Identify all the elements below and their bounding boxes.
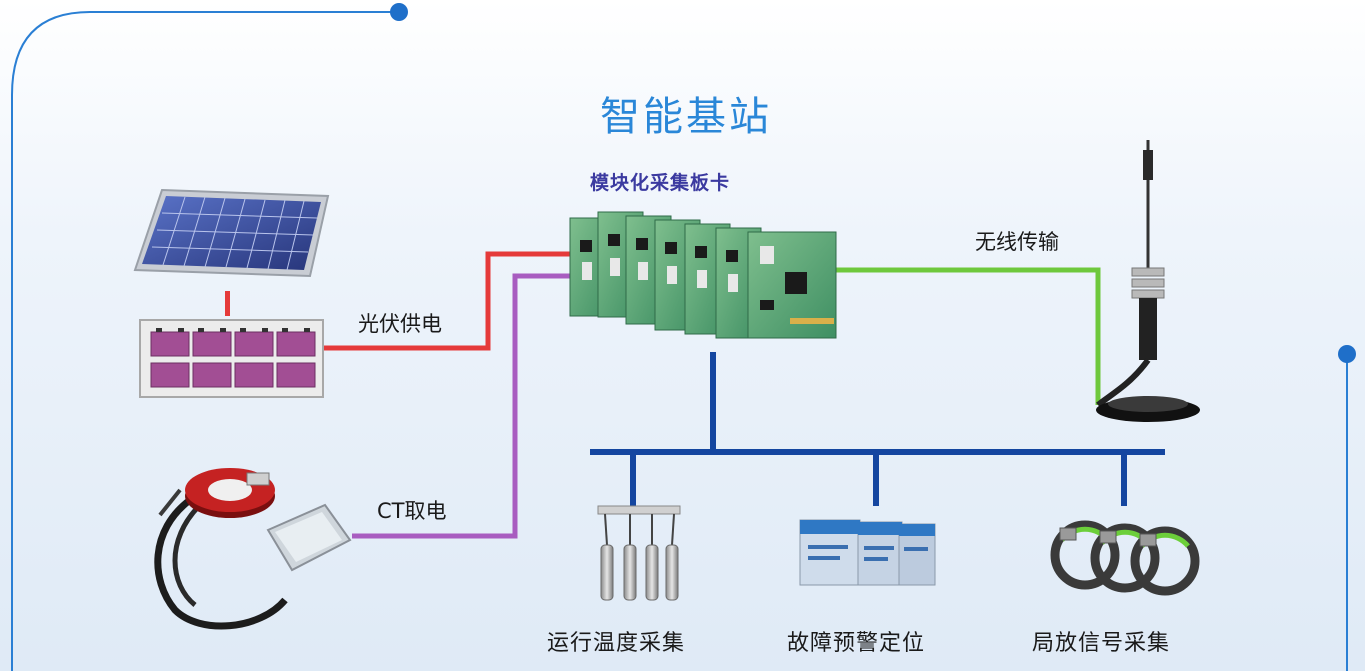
wireless-line — [836, 267, 1101, 405]
battery-pack-icon — [139, 319, 324, 398]
wireless-label: 无线传输 — [975, 230, 1059, 254]
data-bus — [590, 352, 1165, 506]
ct-power-line — [352, 273, 575, 539]
solar-panel-icon — [133, 188, 330, 278]
partial-discharge-label: 局放信号采集 — [1032, 631, 1171, 656]
frame-decoration — [11, 3, 1356, 671]
partial-discharge-sensors-icon — [1050, 520, 1200, 596]
panel-link-icon — [225, 291, 230, 316]
temperature-probes-icon — [597, 505, 681, 601]
fault-modules-icon — [799, 519, 936, 586]
ct-power-label: CT取电 — [377, 499, 447, 523]
fault-label: 故障预警定位 — [787, 631, 926, 656]
acquisition-boards-icon — [569, 211, 837, 339]
antenna-icon — [1096, 140, 1200, 422]
temperature-label: 运行温度采集 — [547, 631, 686, 656]
page-title: 智能基站 — [600, 94, 772, 140]
pv-power-line — [322, 251, 575, 351]
pv-power-label: 光伏供电 — [358, 312, 442, 336]
ct-transformer-icon — [154, 468, 352, 630]
boards-label: 模块化采集板卡 — [590, 172, 731, 194]
